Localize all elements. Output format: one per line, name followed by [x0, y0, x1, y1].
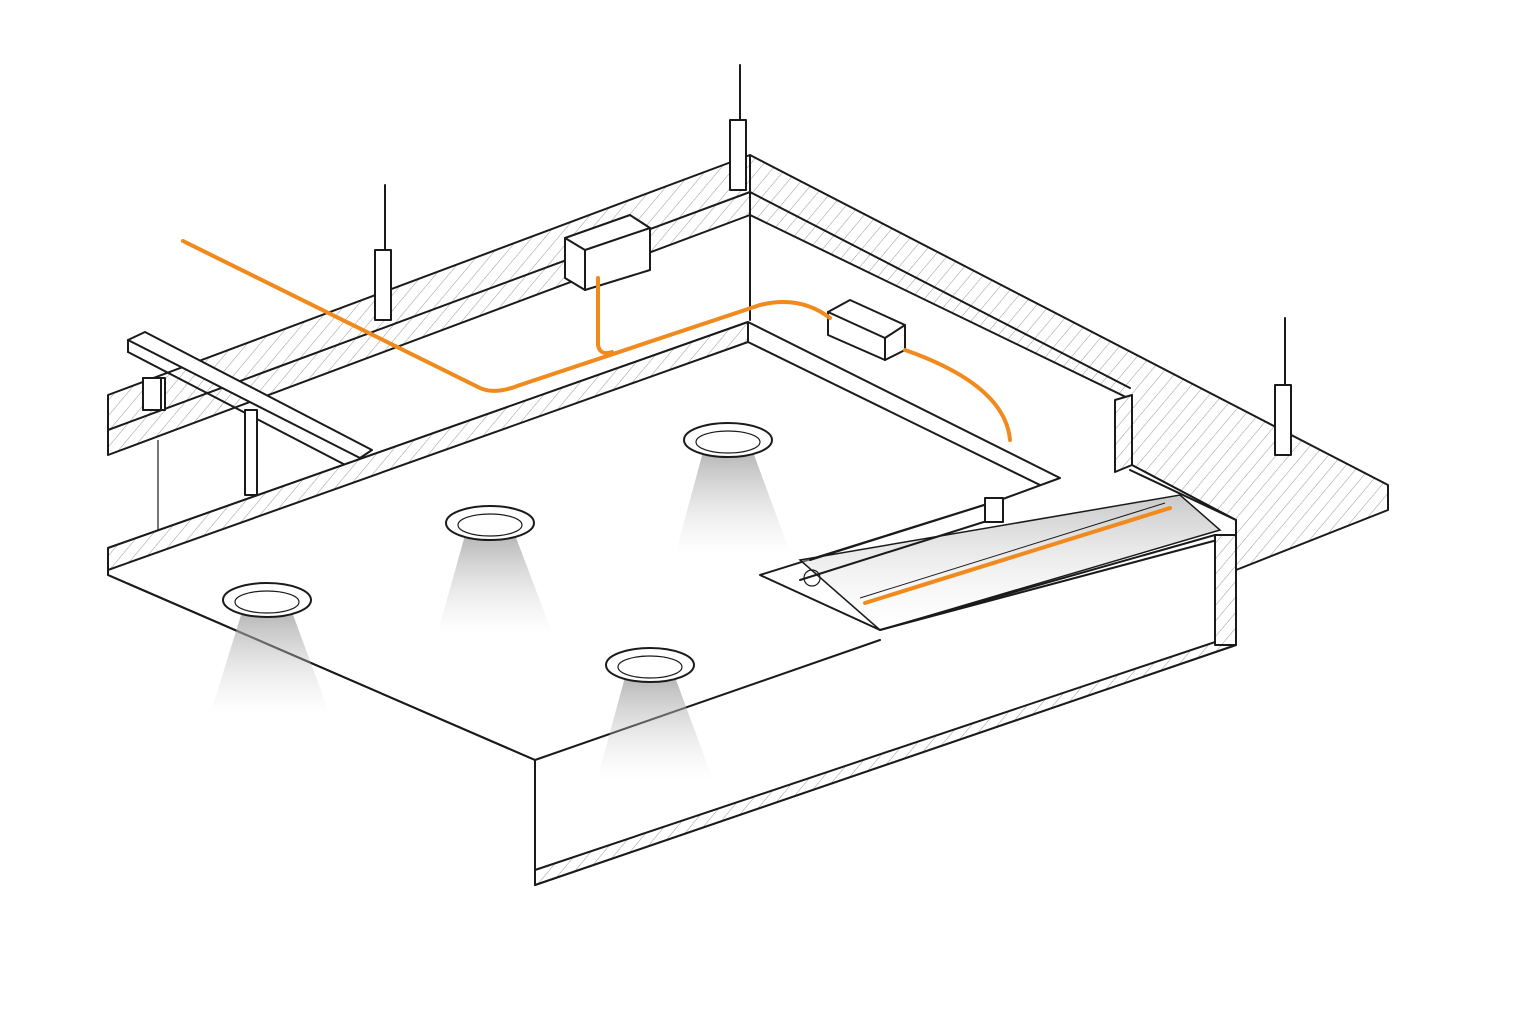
downlight: [675, 422, 791, 555]
junction-box: [564, 214, 651, 291]
downlight: [210, 582, 330, 715]
ceiling-hangers: [142, 64, 1292, 456]
led-driver: [827, 299, 906, 361]
main-feed-wire: [181, 239, 832, 393]
downlight: [597, 647, 713, 780]
hanger-rod: [374, 184, 392, 321]
drop-soffit: [107, 321, 1237, 886]
cove-channel: [798, 469, 1237, 631]
hanger-rod: [142, 377, 162, 411]
driver-to-cove-wire: [903, 348, 1012, 442]
downlight: [437, 505, 553, 635]
cove-led-strip: [863, 506, 1172, 605]
hanger-rod: [729, 64, 747, 191]
junction-drop-wire: [596, 276, 614, 356]
hanger-rod: [1274, 317, 1292, 456]
wiring: [181, 239, 1172, 605]
cove-led-strip-outline: [859, 502, 1166, 599]
downlights: [210, 422, 791, 780]
